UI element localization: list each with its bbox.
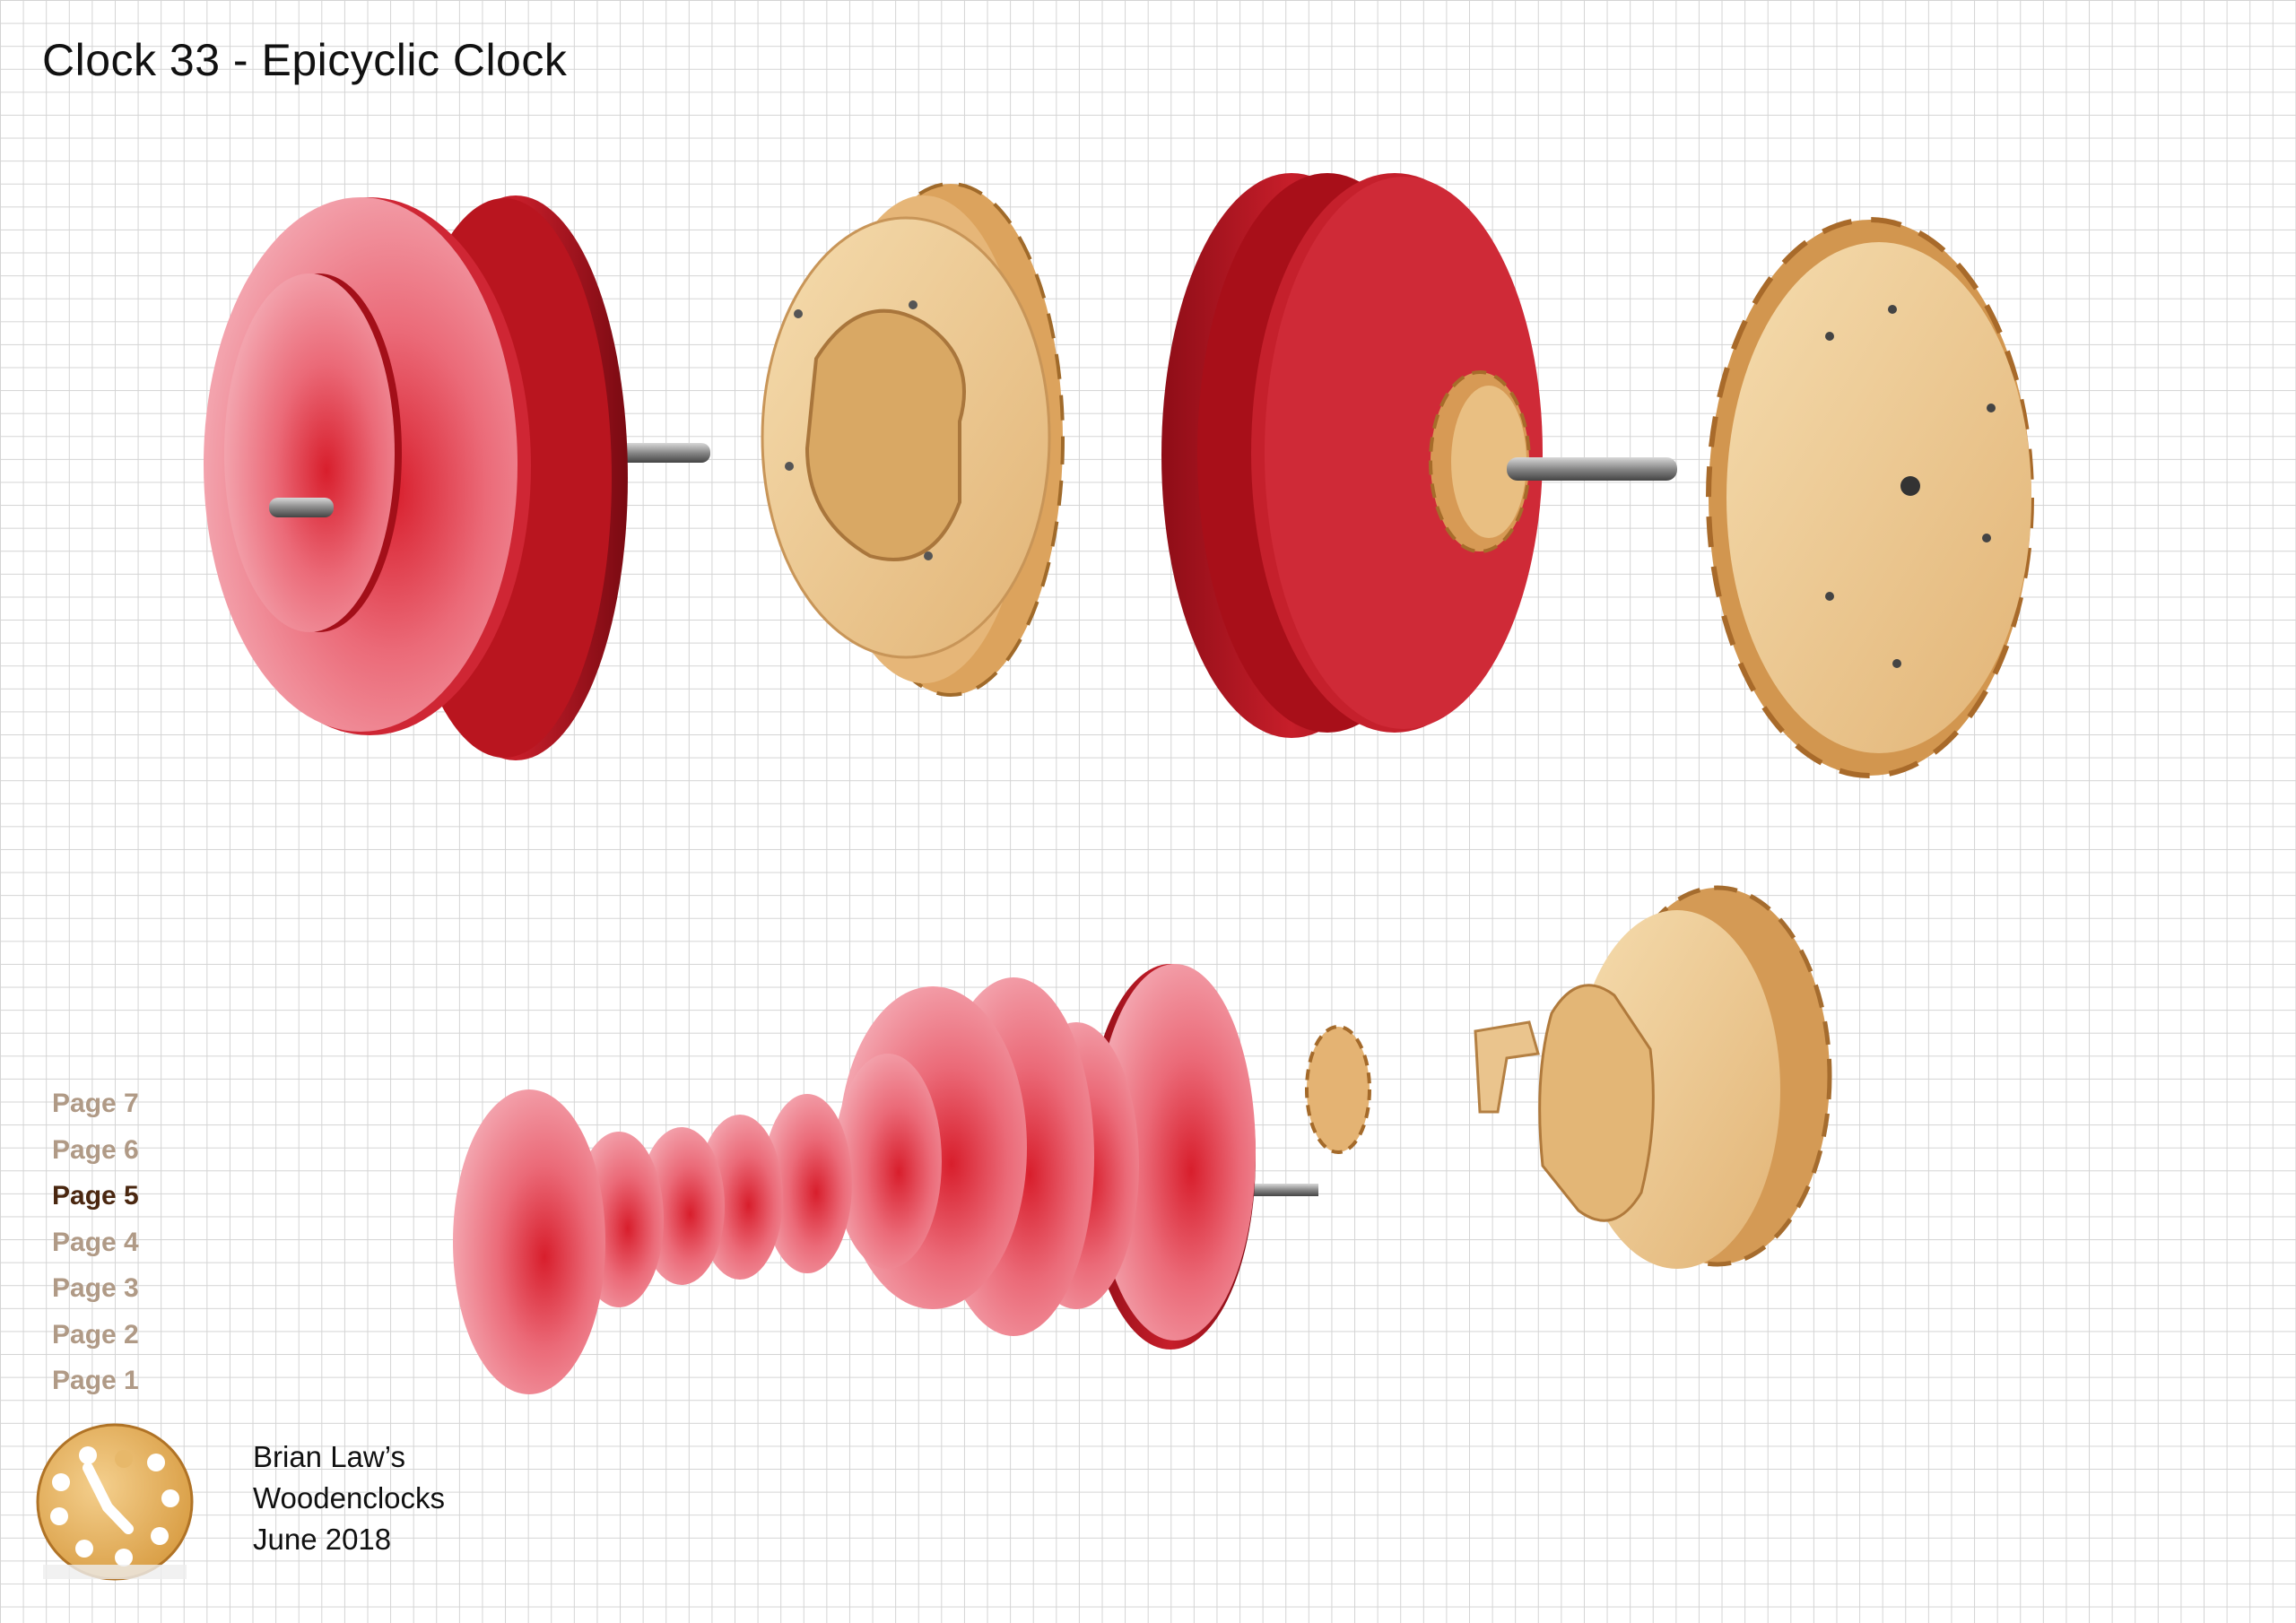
exploded-disc-stack <box>453 964 1371 1394</box>
nav-page-5[interactable]: Page 5 <box>52 1181 139 1211</box>
author-credit: Brian Law’s Woodenclocks June 2018 <box>253 1436 445 1560</box>
wooden-ring-gear-1 <box>761 182 1065 697</box>
nav-page-6[interactable]: Page 6 <box>52 1134 139 1165</box>
red-spool-assembly-2 <box>1161 173 1677 738</box>
wooden-planet-carrier <box>1474 885 1832 1269</box>
credit-site: Woodenclocks <box>253 1481 446 1515</box>
nav-page-7[interactable]: Page 7 <box>52 1089 139 1118</box>
red-spool-assembly-1 <box>204 195 710 760</box>
nav-page-1[interactable]: Page 1 <box>52 1366 139 1395</box>
credit-date: June 2018 <box>253 1523 392 1556</box>
wooden-clock-logo-icon[interactable] <box>34 1421 196 1583</box>
nav-page-4[interactable]: Page 4 <box>52 1227 139 1257</box>
wooden-spur-gear-large <box>1706 217 2034 778</box>
page-navigation: Page 7 Page 6 Page 5 Page 4 Page 3 Page … <box>52 1081 139 1404</box>
credit-author: Brian Law’s <box>253 1440 405 1473</box>
shaft <box>1507 457 1677 481</box>
nav-page-3[interactable]: Page 3 <box>52 1273 139 1303</box>
small-wooden-pinion <box>1429 370 1531 553</box>
nav-page-2[interactable]: Page 2 <box>52 1319 139 1350</box>
page-title: Clock 33 - Epicyclic Clock <box>42 35 568 85</box>
